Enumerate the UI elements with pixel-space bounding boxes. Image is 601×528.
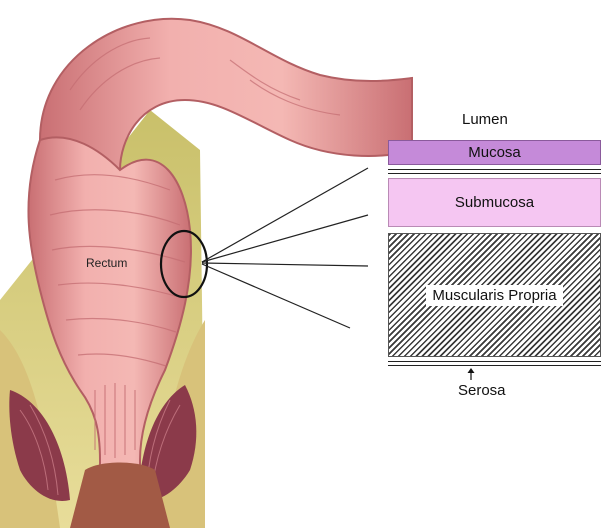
rectum-label: Rectum: [86, 256, 127, 270]
submucosa-layer: Submucosa: [388, 178, 601, 227]
mucosa-layer: Mucosa: [388, 140, 601, 165]
callout-pointer-lines: [202, 168, 368, 328]
mucosa-label: Mucosa: [468, 144, 521, 161]
muscularis-propria-label: Muscularis Propria: [426, 285, 562, 306]
serosa-label: Serosa: [458, 382, 506, 399]
submucosa-label: Submucosa: [455, 194, 534, 211]
lumen-label: Lumen: [462, 111, 508, 128]
layer-divider-line: [388, 169, 601, 170]
muscularis-propria-layer: Muscularis Propria: [388, 233, 601, 357]
anal-canal: [70, 463, 170, 528]
layer-divider-line: [388, 173, 601, 174]
sigmoid-colon: [40, 19, 412, 170]
serosa-line: [388, 361, 601, 362]
serosa-arrow-icon: [466, 367, 476, 381]
serosa-line: [388, 365, 601, 366]
